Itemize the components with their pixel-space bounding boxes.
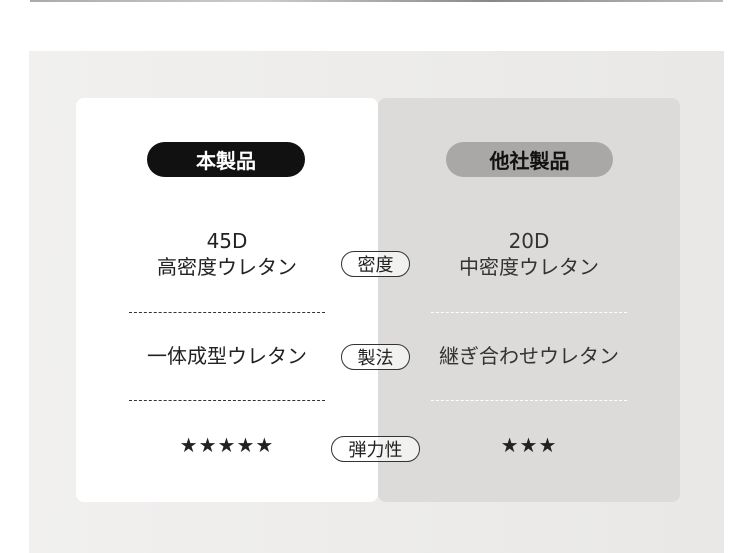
- other-method-text: 継ぎ合わせウレタン: [439, 344, 619, 368]
- divider: [129, 400, 325, 401]
- other-product-header: 他社製品: [446, 142, 613, 177]
- method-label: 製法: [341, 344, 410, 370]
- divider: [431, 400, 627, 401]
- other-elasticity-stars: ★★★: [500, 433, 558, 457]
- our-elasticity-stars: ★★★★★: [179, 433, 275, 457]
- our-method-text: 一体成型ウレタン: [147, 344, 307, 368]
- our-product-header: 本製品: [147, 142, 305, 177]
- our-density-text: 高密度ウレタン: [157, 255, 297, 279]
- other-density-text: 中密度ウレタン: [459, 255, 599, 279]
- density-label: 密度: [341, 251, 410, 277]
- elasticity-label: 弾力性: [331, 436, 420, 462]
- other-density-value: 20D: [508, 229, 550, 253]
- our-density-value: 45D: [206, 229, 248, 253]
- divider: [431, 312, 627, 313]
- top-divider: [30, 0, 723, 2]
- divider: [129, 312, 325, 313]
